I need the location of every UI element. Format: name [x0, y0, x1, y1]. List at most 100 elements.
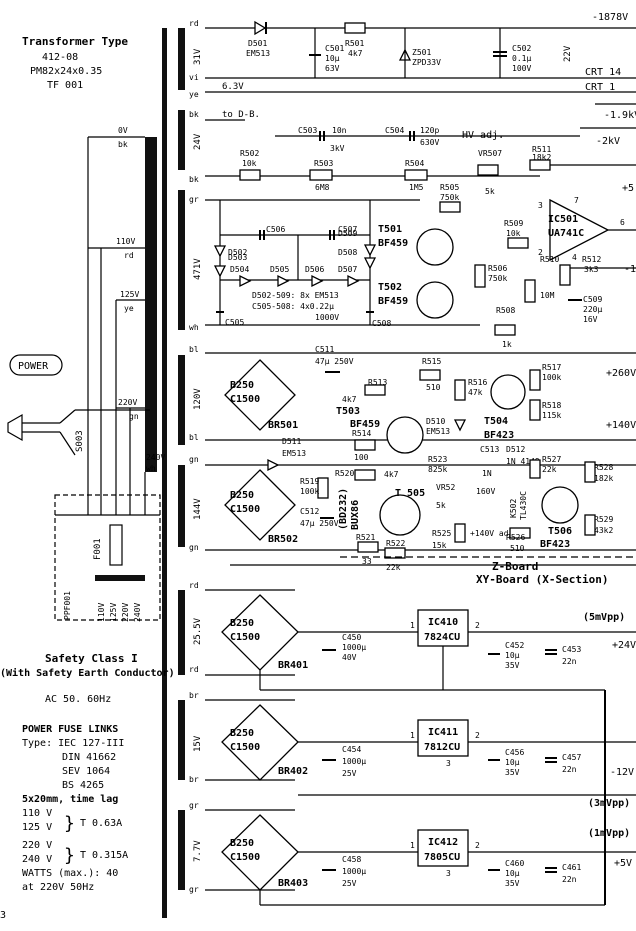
c456-volt: 35V: [505, 768, 520, 777]
br401-type: B250: [230, 618, 254, 629]
br501-type2: C1500: [230, 394, 260, 405]
c454-volt: 25V: [342, 769, 357, 778]
svg-text:}: }: [64, 845, 75, 866]
c501-value: 10µ: [325, 54, 340, 63]
ic411-label: IC411: [428, 727, 458, 738]
t505-label: T 505: [395, 488, 425, 499]
c457-value: 22n: [562, 765, 577, 774]
c503-label: C503: [298, 126, 317, 135]
ic412-pin1: 1: [410, 841, 415, 850]
d507-label: D507: [338, 265, 357, 274]
r509-label: R509: [504, 219, 523, 228]
svg-text:}: }: [64, 813, 75, 834]
tap-ye: ye: [124, 304, 134, 313]
hv-multiplier: C503 10n 3kV C504 120p 630V HV adj. R502…: [205, 126, 636, 349]
color-gr3: gr: [189, 885, 199, 894]
br402-label: BR402: [278, 766, 308, 777]
r522-value: 22k: [386, 563, 401, 572]
r527-value: 22k: [542, 465, 557, 474]
ic412-label: IC412: [428, 837, 458, 848]
t503-transistor: [386, 416, 424, 454]
r512-label: R512: [582, 255, 601, 264]
winding-255v: 25.5V: [193, 617, 203, 645]
br403-type: B250: [230, 838, 254, 849]
fuse-links-size: 5x20mm, time lag: [22, 793, 118, 805]
c504-value: 120p: [420, 126, 439, 135]
color-bk2: bk: [189, 175, 199, 184]
r504-value: 1M5: [409, 183, 424, 192]
tap-110v: 110V: [116, 237, 135, 246]
r518-label: R518: [542, 401, 561, 410]
bux86-label: BUX86: [350, 500, 361, 530]
br501-label: BR501: [268, 420, 298, 431]
r503-value: 6M8: [315, 183, 330, 192]
ic411-pin3: 3: [446, 759, 451, 768]
ic411-value: 7812CU: [424, 742, 460, 753]
c453-label: C453: [562, 645, 581, 654]
hv-note1: D502-509: 8x EM513: [252, 291, 339, 300]
d512-label: D512: [506, 445, 525, 454]
r513-value: 4k7: [342, 395, 357, 404]
k502-label: K502: [509, 499, 518, 518]
c505-label: C505: [225, 318, 244, 327]
ic410-label: IC410: [428, 617, 458, 628]
r508-value: 1k: [502, 340, 512, 349]
fuse-links-info: POWER FUSE LINKS Type: IEC 127-III DIN 4…: [0, 724, 128, 921]
rail-plus260v: +260V: [606, 368, 636, 379]
c512-value: 47µ 250V: [300, 519, 339, 528]
br401-label: BR401: [278, 660, 308, 671]
transformer-title: Transformer Type: [22, 35, 128, 48]
br502-bridge: [224, 469, 296, 541]
v22-label: 22V: [563, 45, 573, 62]
r502-value: 10k: [242, 159, 257, 168]
d509-label: D509: [338, 229, 357, 238]
ic501-pin7: 7: [574, 196, 579, 205]
lv-regulators: B250 C1500 BR401 C450 1000µ 40V IC410 78…: [205, 589, 636, 906]
t504-label: T504: [484, 416, 508, 427]
fuse-tap-125: 125V: [109, 603, 118, 622]
fuse-ref2: PPF001: [63, 591, 72, 620]
bd232-label: (BD232): [338, 488, 349, 530]
rail-crt1: CRT 1: [585, 82, 615, 93]
tap-125v: 125V: [120, 290, 139, 299]
br501-type: B250: [230, 380, 254, 391]
d511-value: EM513: [282, 449, 306, 458]
c501-label: C501: [325, 44, 344, 53]
k502-value: TL430C: [519, 491, 528, 520]
t501-value: BF459: [378, 238, 408, 249]
primary-taps: 0V bk 110V rd 125V ye 220V gn 240V wh: [87, 126, 165, 515]
br402-type: B250: [230, 728, 254, 739]
color-gr2: gr: [189, 801, 199, 810]
r526-value: 510: [510, 544, 525, 553]
t506-value: BF423: [540, 539, 570, 550]
ic501-label: IC501: [548, 214, 578, 225]
d508-label: D508: [338, 248, 357, 257]
color-wh: wh: [189, 323, 199, 332]
xy-board-label: XY-Board (X-Section): [476, 573, 608, 586]
fuse-links-v2: 125 V: [22, 822, 52, 833]
rail-plus140v: +140V: [606, 420, 636, 431]
c504-label: C504: [385, 126, 404, 135]
r511-value: 18k2: [532, 153, 551, 162]
br403-type2: C1500: [230, 852, 260, 863]
winding-15v: 15V: [193, 735, 203, 752]
ic501-pin3: 3: [538, 201, 543, 210]
rail-plus5v: +5V: [614, 858, 632, 869]
c460-label: C460: [505, 859, 524, 868]
tap-wh: wh: [146, 464, 156, 473]
c457-label: C457: [562, 753, 581, 762]
d501-value: EM513: [246, 49, 270, 58]
r504-label: R504: [405, 159, 424, 168]
power-label: POWER: [18, 361, 49, 372]
r503-label: R503: [314, 159, 333, 168]
br502-type2: C1500: [230, 504, 260, 515]
br502-type: B250: [230, 490, 254, 501]
tap-gn: gn: [129, 412, 139, 421]
t501-label: T501: [378, 224, 402, 235]
r508-label: R508: [496, 306, 515, 315]
fuse-area: F001 PPF001 110V 125V 220V 240V: [54, 494, 161, 622]
hv-supply: D501 EM513 R501 4k7 C501 10µ 63V Z501 ZP…: [246, 20, 531, 78]
power-button[interactable]: [9, 354, 63, 376]
winding-120v: 120V: [193, 388, 203, 410]
r517-value: 100k: [542, 373, 561, 382]
